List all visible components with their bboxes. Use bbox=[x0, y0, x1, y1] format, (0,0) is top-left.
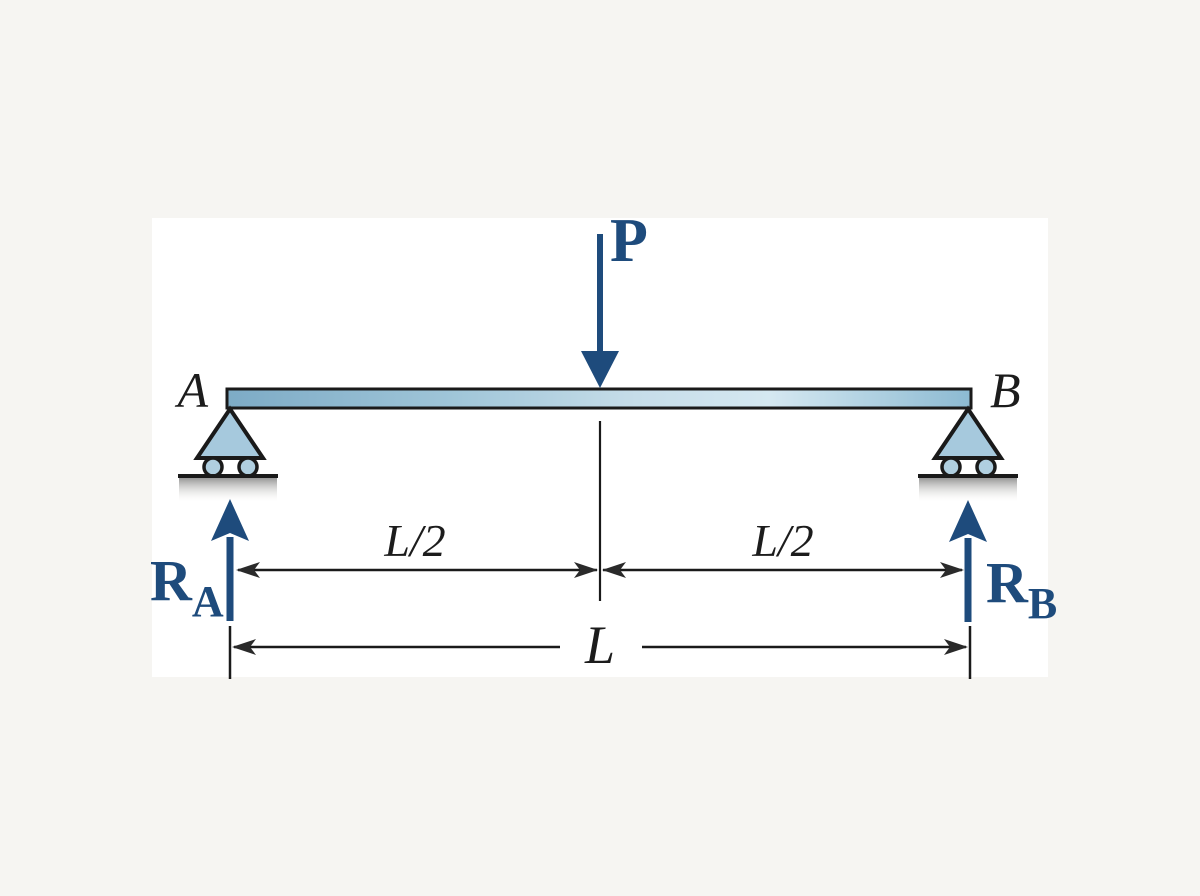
beam-bar bbox=[225, 387, 973, 410]
dimension-arrowhead-icon bbox=[574, 562, 598, 578]
support-left-roller-icon bbox=[202, 456, 224, 478]
dimension-left-label: L/2 bbox=[383, 515, 445, 566]
support-right-triangle-icon bbox=[931, 405, 1005, 460]
load-label: P bbox=[610, 207, 648, 275]
reaction-right-arrow bbox=[949, 500, 987, 622]
reaction-left-label: RA bbox=[150, 548, 224, 626]
dimension-arrowhead-icon bbox=[232, 639, 256, 655]
reaction-left-arrow bbox=[211, 499, 249, 621]
dimension-right-label: L/2 bbox=[751, 515, 813, 566]
dimension-half-spans: L/2 L/2 bbox=[236, 515, 964, 578]
support-left-roller-icon bbox=[237, 456, 259, 478]
support-right-roller-icon bbox=[975, 456, 997, 478]
support-left-ground-shading bbox=[179, 478, 277, 502]
dimension-total-span: L bbox=[228, 615, 972, 679]
support-left-label: A bbox=[174, 362, 208, 418]
support-right bbox=[918, 405, 1018, 502]
reaction-right-label: RB bbox=[986, 550, 1057, 628]
load-arrow-head-icon bbox=[581, 351, 619, 388]
support-left bbox=[178, 405, 278, 502]
dimension-total-label: L bbox=[584, 615, 615, 675]
point-load-arrow bbox=[581, 234, 619, 388]
support-right-roller-icon bbox=[940, 456, 962, 478]
dimension-arrowhead-icon bbox=[602, 562, 626, 578]
reaction-left-arrow-head-icon bbox=[211, 499, 249, 541]
support-right-ground-shading bbox=[919, 478, 1017, 502]
dimension-arrowhead-icon bbox=[236, 562, 260, 578]
reaction-right-arrow-head-icon bbox=[949, 500, 987, 542]
dimension-arrowhead-icon bbox=[940, 562, 964, 578]
dimension-arrowhead-icon bbox=[944, 639, 968, 655]
support-right-label: B bbox=[990, 362, 1021, 418]
support-left-triangle-icon bbox=[193, 405, 267, 460]
